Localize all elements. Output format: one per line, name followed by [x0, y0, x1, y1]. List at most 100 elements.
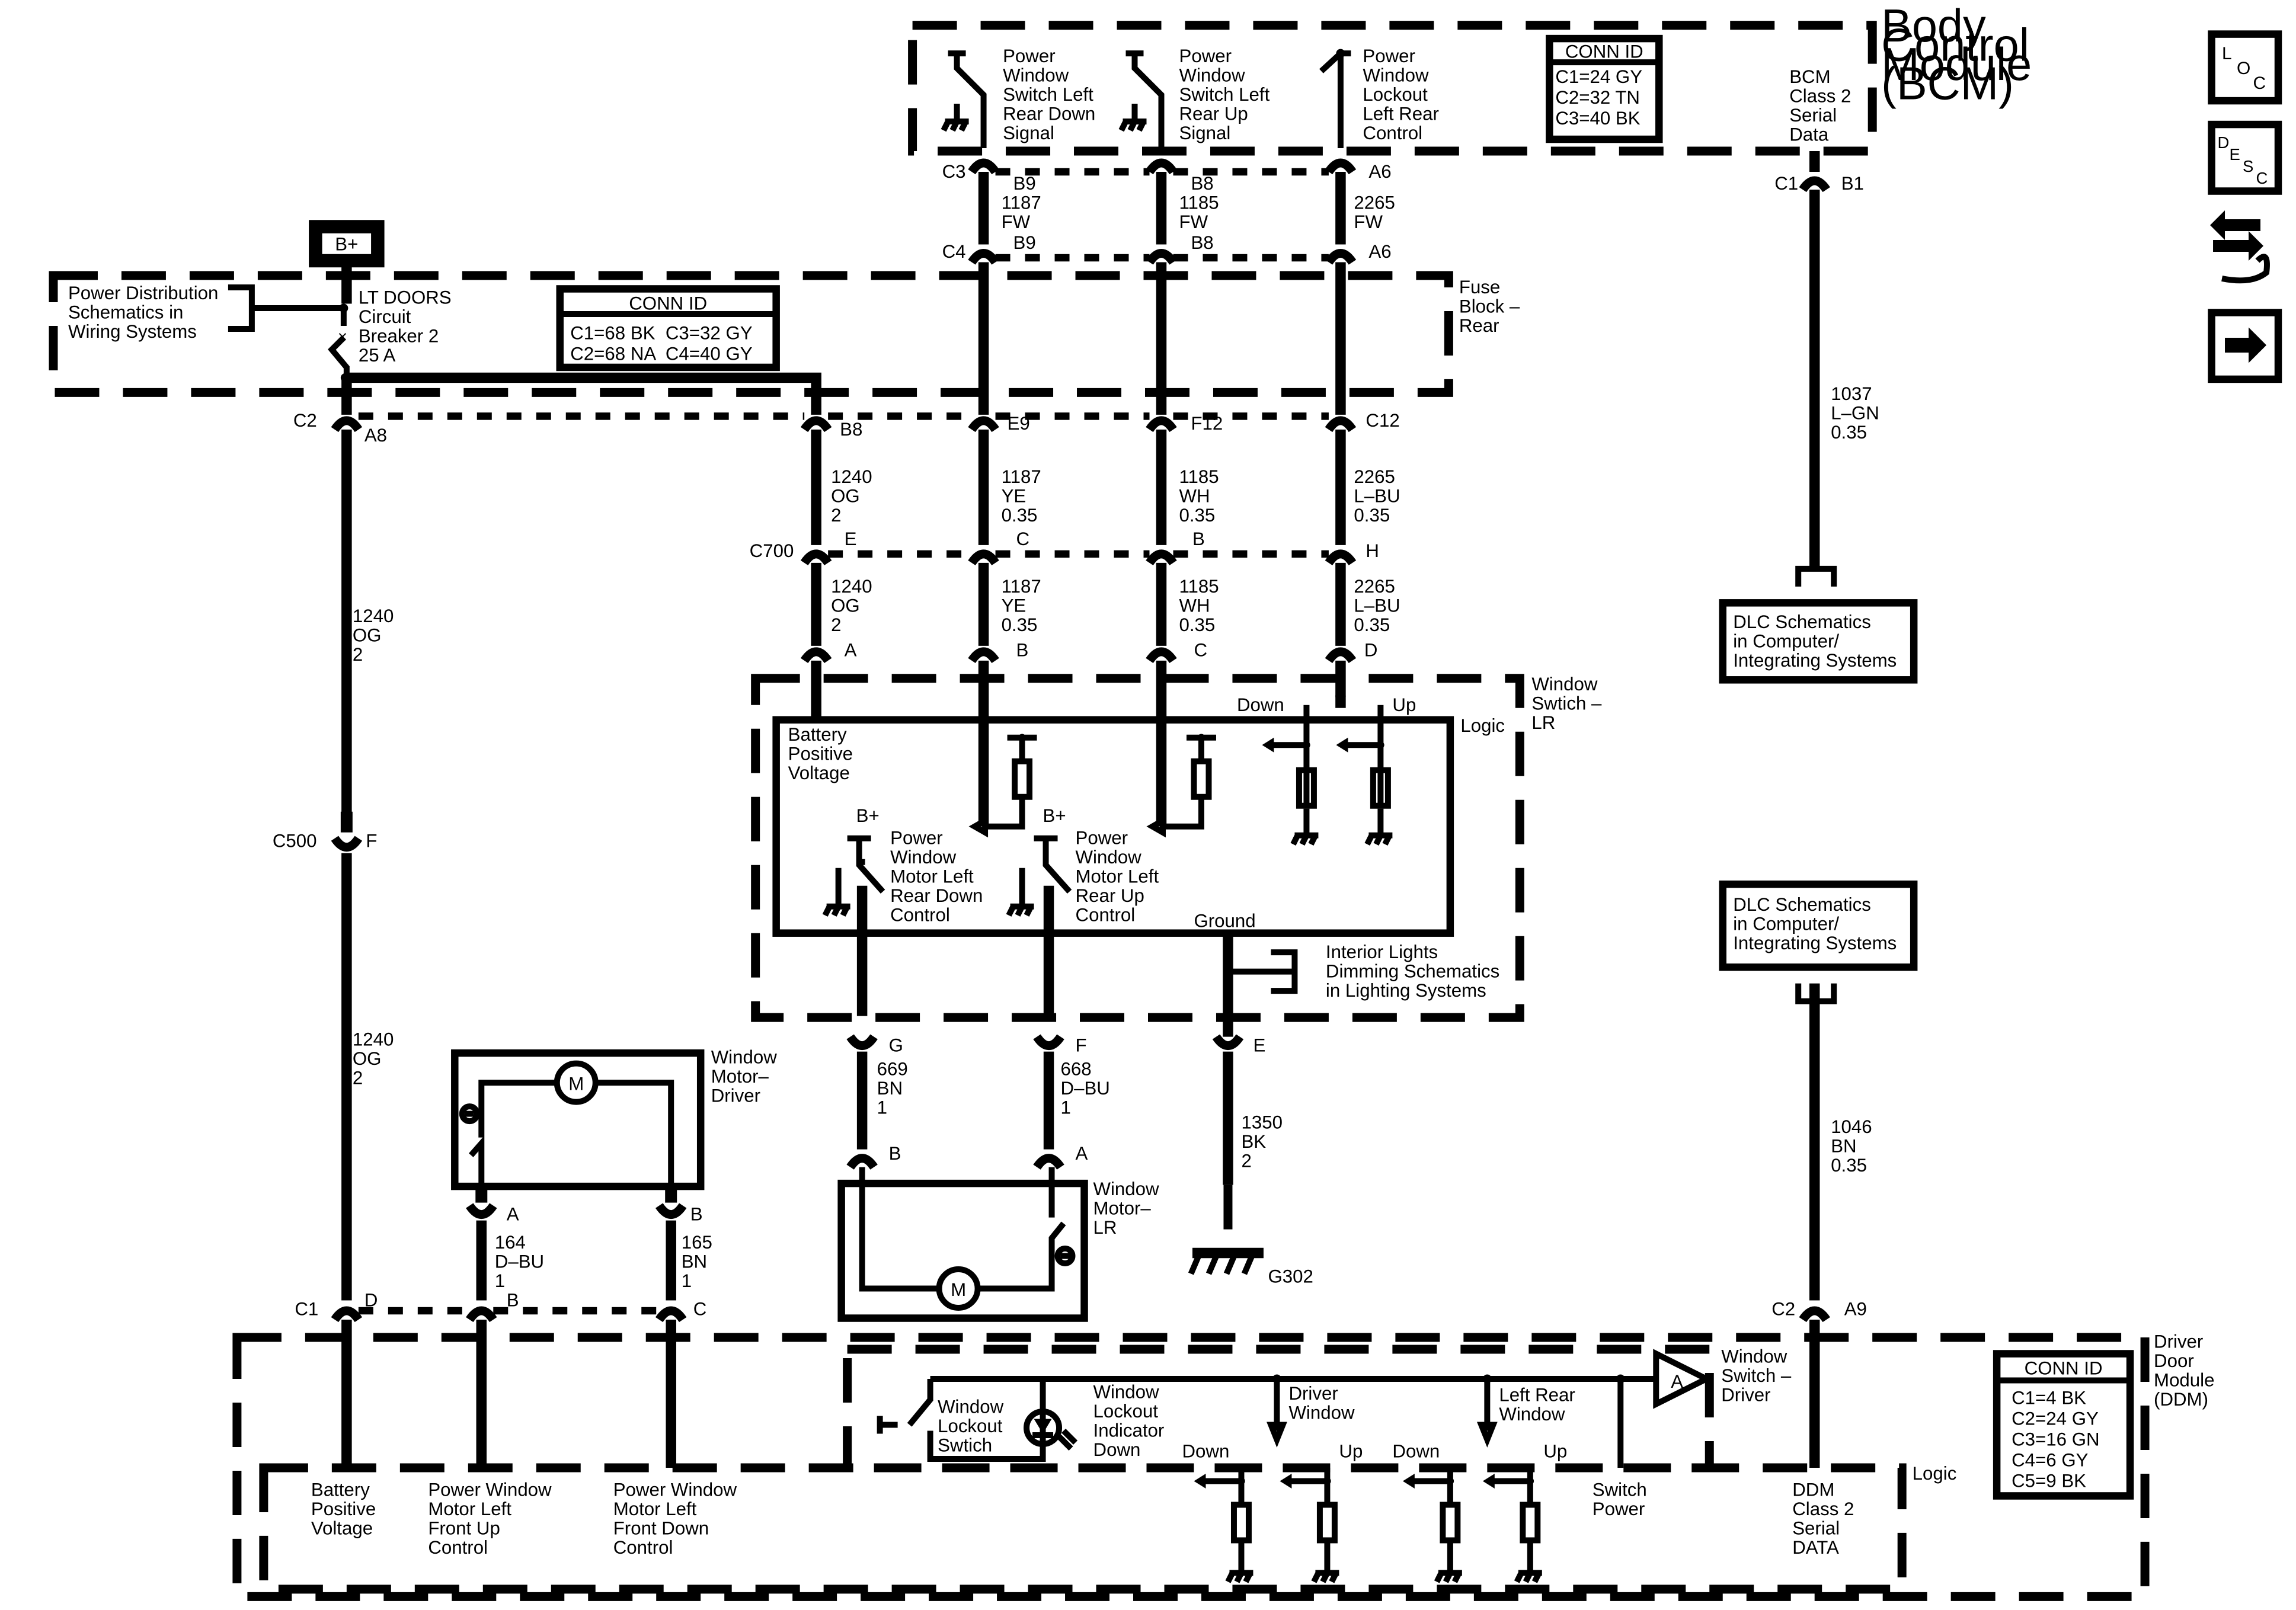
connector-c3-c4: C3 C4 B9 B8 A6 B9 B8 A6 — [942, 158, 1392, 265]
svg-text:B+: B+ — [1043, 805, 1066, 826]
ddm-logic-boundary — [259, 1463, 1907, 1594]
svg-text:×: × — [338, 327, 347, 345]
svg-text:CONN ID: CONN ID — [1565, 41, 1643, 62]
svg-text:A: A — [845, 639, 857, 660]
svg-text:C500: C500 — [273, 831, 317, 852]
svg-text:E: E — [845, 529, 857, 549]
svg-text:Logic: Logic — [1913, 1463, 1957, 1484]
svg-text:F: F — [1076, 1035, 1087, 1056]
svg-text:B: B — [1192, 529, 1205, 549]
svg-text:E: E — [1253, 1035, 1265, 1056]
svg-text:E9: E9 — [1008, 413, 1030, 434]
svg-text:Logic: Logic — [1460, 715, 1505, 736]
svg-text:B1: B1 — [1841, 173, 1864, 194]
svg-text:O: O — [2237, 59, 2250, 78]
fuse-to-c700-wires — [811, 429, 1346, 646]
svg-text:Up: Up — [1543, 1441, 1567, 1461]
svg-text:CONN ID: CONN ID — [2025, 1358, 2103, 1379]
svg-text:E: E — [2230, 145, 2240, 164]
svg-text:C2: C2 — [1771, 1299, 1795, 1320]
svg-text:A9: A9 — [1844, 1299, 1867, 1320]
svg-text:M: M — [951, 1279, 966, 1300]
svg-text:B: B — [690, 1204, 703, 1225]
svg-text:B8: B8 — [1191, 232, 1213, 253]
svg-text:Down: Down — [1237, 694, 1284, 715]
svg-text:B+: B+ — [335, 233, 358, 254]
connector-fuse-outputs: C2 A8 B8 E9 F12 C12 — [293, 410, 1400, 446]
connector-window-switch-outputs: G F E — [846, 1034, 1265, 1185]
svg-text:A8: A8 — [364, 425, 387, 446]
fuse-block-internal-wires — [341, 262, 1346, 415]
svg-text:A: A — [1076, 1143, 1088, 1164]
svg-text:B: B — [889, 1143, 901, 1164]
tools-icon[interactable] — [2210, 210, 2270, 284]
arrow-right-icon[interactable] — [2208, 309, 2282, 383]
svg-text:B8: B8 — [1191, 173, 1213, 194]
svg-text:C: C — [2256, 169, 2268, 187]
svg-text:Up: Up — [1339, 1441, 1363, 1461]
svg-text:Down: Down — [1392, 1441, 1440, 1461]
svg-text:C: C — [693, 1299, 707, 1320]
svg-text:Ground: Ground — [1194, 911, 1255, 932]
svg-text:Down: Down — [1182, 1441, 1229, 1461]
svg-text:F: F — [366, 831, 377, 852]
window-switch-lr-logic-box — [772, 716, 1454, 937]
window-switch-lr-boundary — [751, 674, 1524, 1022]
loc-icon[interactable]: L O C — [2208, 30, 2282, 105]
svg-text:D: D — [1364, 639, 1378, 660]
svg-text:S: S — [2243, 157, 2253, 175]
svg-text:B+: B+ — [856, 805, 880, 826]
svg-text:C: C — [2253, 73, 2266, 93]
ground-g302: G302 — [1188, 1185, 1313, 1287]
svg-text:A6: A6 — [1368, 241, 1391, 262]
battery-b-plus-box: B+ — [309, 220, 385, 304]
svg-text:B9: B9 — [1013, 173, 1036, 194]
svg-text:B8: B8 — [840, 419, 862, 440]
connector-ddm-c1: C1 D B C — [295, 1290, 706, 1468]
desc-icon[interactable]: D E S C — [2208, 120, 2282, 195]
